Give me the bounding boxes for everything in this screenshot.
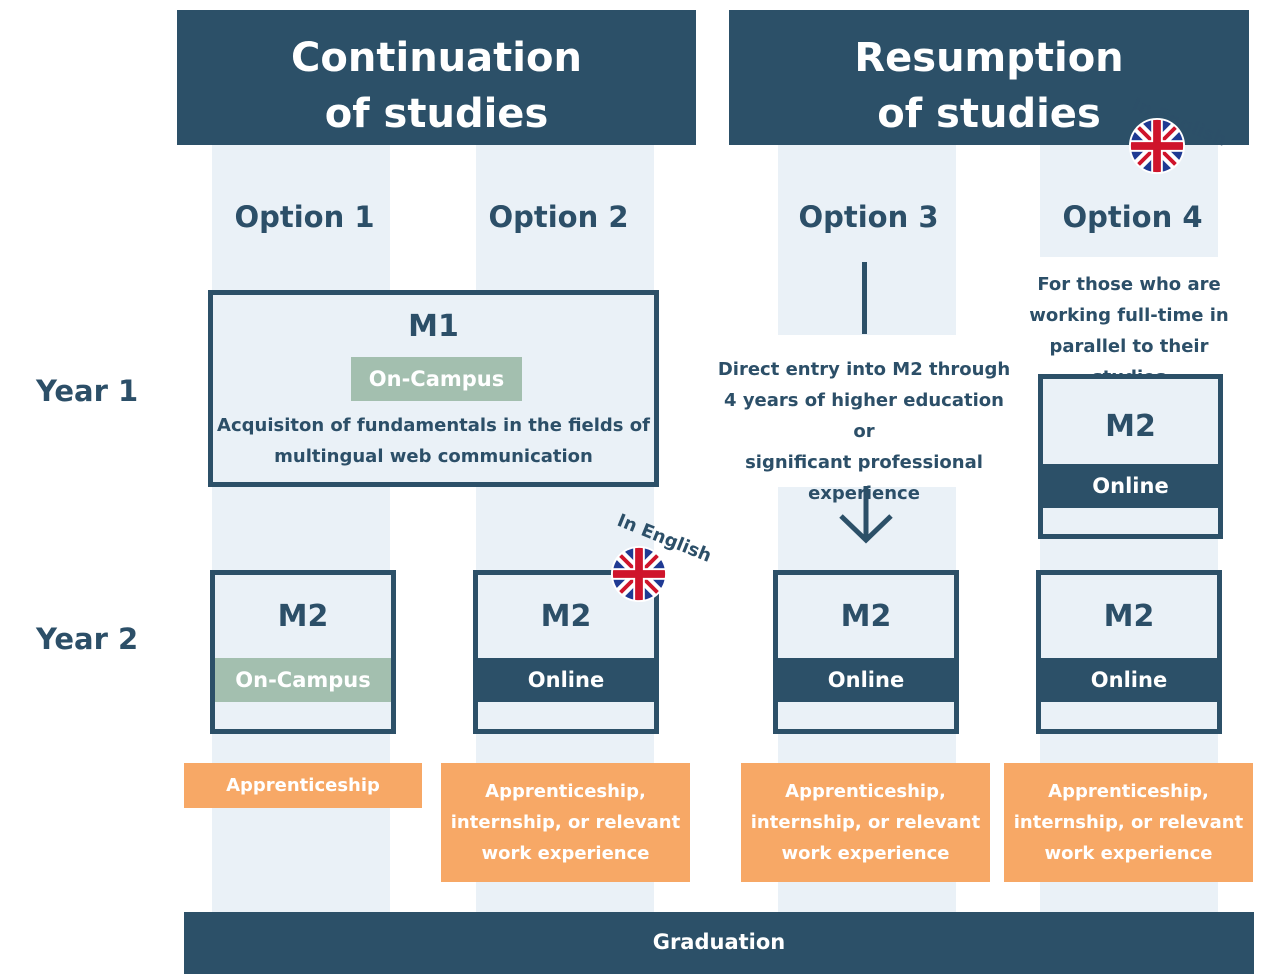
- m2-title: M2: [1105, 409, 1156, 444]
- header-continuation-line2: of studies: [324, 91, 549, 137]
- m2-online-band: Online: [1043, 464, 1218, 508]
- m2-online-band: Online: [478, 658, 654, 702]
- work-option-4-line2: internship, or relevant: [1013, 812, 1244, 833]
- m2-title: M2: [277, 599, 329, 634]
- work-box-option-4: Apprenticeship, internship, or relevant …: [1004, 763, 1253, 882]
- option-3-connector-line: [862, 262, 867, 334]
- work-option-3-line2: internship, or relevant: [750, 812, 981, 833]
- option-4-note: For those who are working full-time in p…: [1014, 269, 1244, 393]
- option-4-note-line1: For those who are: [1037, 274, 1221, 295]
- work-option-4-line1: Apprenticeship,: [1048, 781, 1209, 802]
- option-3-note-line2: 4 years of higher education or: [724, 390, 1004, 442]
- work-option-3-line3: work experience: [781, 843, 950, 864]
- header-resumption-line2: of studies: [877, 91, 1101, 137]
- work-option-2-line2: internship, or relevant: [450, 812, 681, 833]
- m1-description-line2: multingual web communication: [274, 446, 593, 467]
- option-3-note-line1: Direct entry into M2 through: [717, 359, 1011, 380]
- work-option-4-line3: work experience: [1044, 843, 1213, 864]
- m1-box: M1 On-Campus Acquisiton of fundamentals …: [208, 290, 659, 487]
- option-4-note-line2: working full-time in: [1029, 305, 1229, 326]
- m2-title: M2: [540, 599, 592, 634]
- down-arrow-icon: [839, 486, 893, 544]
- work-option-3-line1: Apprenticeship,: [785, 781, 946, 802]
- graduation-bar: Graduation: [184, 912, 1254, 974]
- option-1-label: Option 1: [234, 200, 375, 234]
- year-1-label: Year 1: [36, 374, 139, 408]
- option-4-label: Option 4: [1062, 200, 1203, 234]
- m2-box-option-4: M2 Online: [1036, 570, 1222, 734]
- uk-flag-icon: [610, 545, 668, 603]
- header-continuation: Continuation of studies: [177, 10, 696, 145]
- header-continuation-line1: Continuation: [291, 35, 582, 81]
- option-3-label: Option 3: [798, 200, 939, 234]
- m2-on-campus-band: On-Campus: [215, 658, 391, 702]
- m2-box-option-1: M2 On-Campus: [210, 570, 396, 734]
- lane-option-3-top: [778, 145, 956, 335]
- option-2-label: Option 2: [488, 200, 629, 234]
- work-option-2-line1: Apprenticeship,: [485, 781, 646, 802]
- m2-online-band: Online: [778, 658, 954, 702]
- option-3-note-line3: significant professional: [745, 452, 983, 473]
- header-resumption: Resumption of studies: [729, 10, 1249, 145]
- lane-option-4-top: [1040, 145, 1218, 257]
- m2-box-option-4-year1: M2 Online: [1038, 374, 1223, 539]
- m2-title: M2: [840, 599, 892, 634]
- m1-description-line1: Acquisiton of fundamentals in the fields…: [217, 415, 650, 436]
- work-box-option-3: Apprenticeship, internship, or relevant …: [741, 763, 990, 882]
- work-box-option-2: Apprenticeship, internship, or relevant …: [441, 763, 690, 882]
- uk-flag-icon: [1128, 117, 1186, 175]
- year-2-label: Year 2: [36, 622, 139, 656]
- m2-title: M2: [1103, 599, 1155, 634]
- header-resumption-line1: Resumption: [854, 35, 1124, 81]
- work-option-1-label: Apprenticeship: [226, 775, 380, 796]
- option-3-note: Direct entry into M2 through 4 years of …: [714, 354, 1014, 509]
- work-box-option-1: Apprenticeship: [184, 763, 422, 808]
- m1-title: M1: [408, 309, 459, 344]
- m2-online-band: Online: [1041, 658, 1217, 702]
- m2-box-option-3: M2 Online: [773, 570, 959, 734]
- m1-on-campus-badge: On-Campus: [351, 357, 522, 401]
- work-option-2-line3: work experience: [481, 843, 650, 864]
